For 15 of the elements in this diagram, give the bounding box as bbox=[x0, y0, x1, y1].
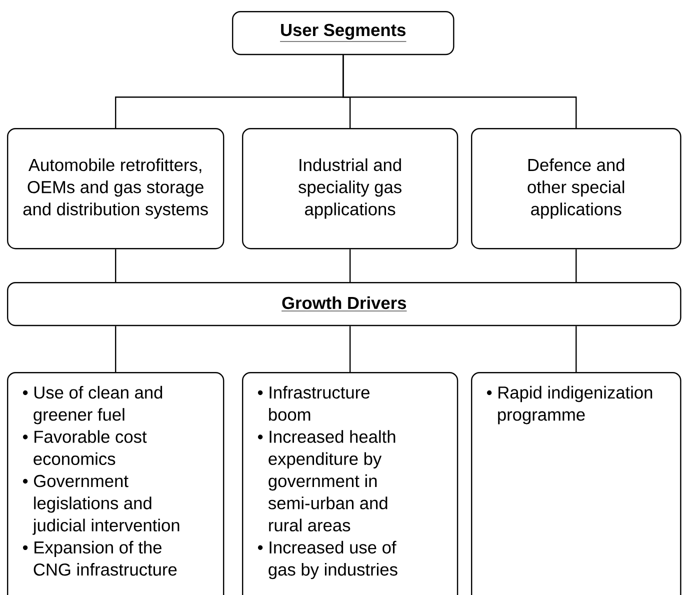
bullet-list-box: • Use of clean and greener fuel • Favorable cost economics • Government legislations and judicial intervention • Expansion of the CNG infrastructure bbox=[7, 372, 224, 595]
category-box: Automobile retrofitters, OEMs and gas storage and distribution systems bbox=[7, 128, 224, 250]
connector-line bbox=[115, 326, 116, 372]
heading-box: Growth Drivers bbox=[7, 282, 682, 326]
category-box: Industrial and speciality gas applications bbox=[242, 128, 458, 250]
heading-box: User Segments bbox=[232, 11, 454, 56]
connector-line bbox=[115, 249, 116, 282]
connector-line bbox=[576, 249, 577, 282]
connector-line bbox=[349, 249, 351, 282]
connector-line bbox=[349, 326, 351, 372]
connector-line bbox=[342, 55, 577, 128]
bullet-list-box: • Rapid indigenization programme bbox=[471, 372, 682, 595]
category-box: Defence and other special applications bbox=[471, 128, 682, 250]
bullet-list-box: • Infrastructure boom • Increased health expenditure by government in semi-urban and rural areas • Increased use of gas by industries bbox=[242, 372, 458, 595]
connector-line bbox=[576, 326, 577, 372]
